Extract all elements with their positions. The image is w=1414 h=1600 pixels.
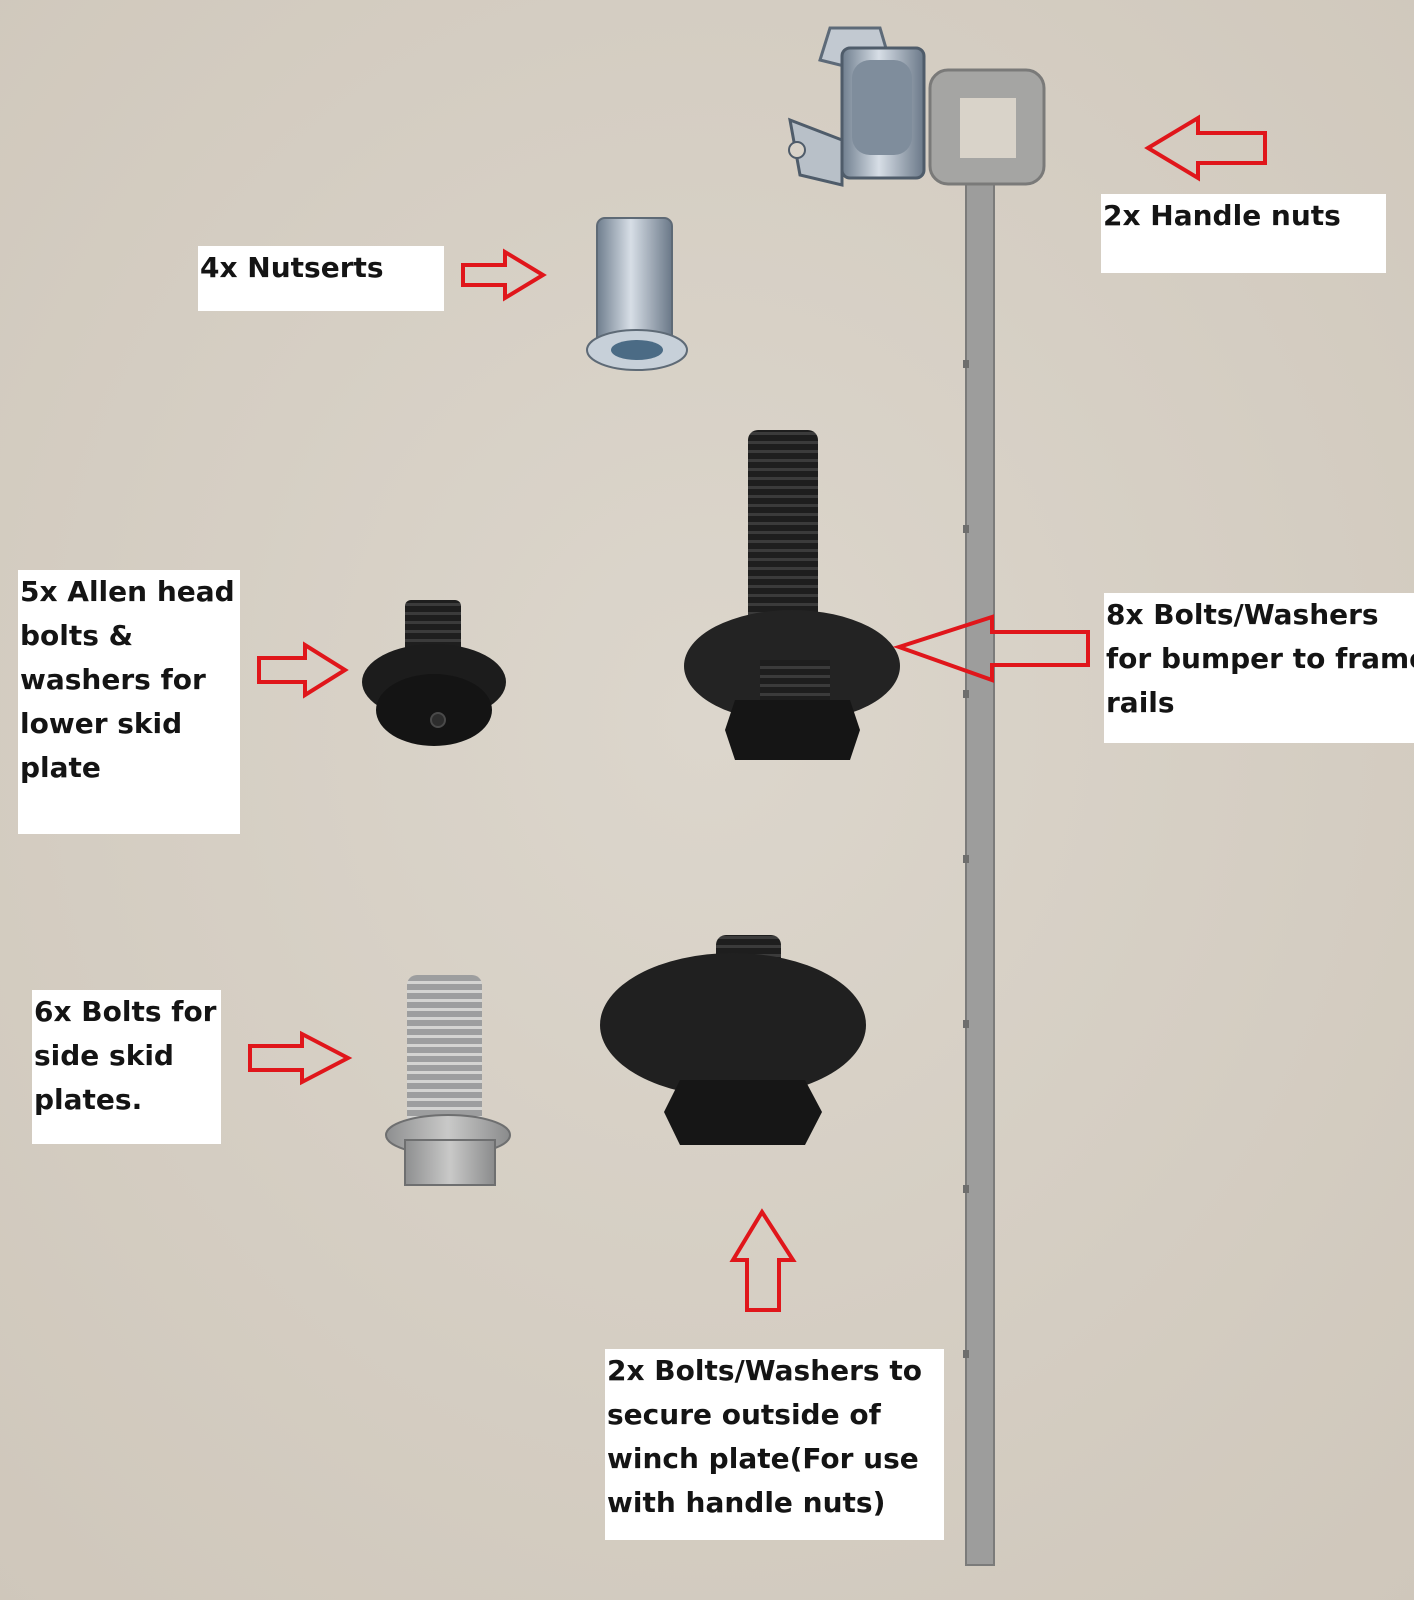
arrow-winch-bolts (729, 1208, 797, 1312)
allen-head-bolt-part (362, 600, 506, 746)
arrow-side-bolts (248, 1030, 353, 1086)
arrow-frame-bolts (892, 614, 1090, 683)
arrow-allen-bolts (257, 641, 349, 699)
label-winch-bolts: 2x Bolts/Washers to secure outside of wi… (605, 1349, 944, 1540)
label-allen-bolts: 5x Allen head bolts & washers for lower … (18, 570, 240, 834)
label-frame-bolts: 8x Bolts/Washers for bumper to frame rai… (1104, 593, 1414, 743)
arrow-handle-nuts (1144, 114, 1267, 182)
handle-tool (928, 68, 1046, 1566)
label-nutserts: 4x Nutserts (198, 246, 444, 311)
handle-nut-part (788, 26, 926, 187)
side-skid-bolt-part (385, 975, 511, 1186)
label-handle-nuts: 2x Handle nuts (1101, 194, 1386, 273)
winch-bolt-part (600, 935, 866, 1145)
arrow-nutserts (461, 248, 547, 302)
label-side-bolts: 6x Bolts for side skid plates. (32, 990, 221, 1144)
nutsert-part (586, 217, 688, 371)
frame-bolt-part (684, 430, 900, 760)
